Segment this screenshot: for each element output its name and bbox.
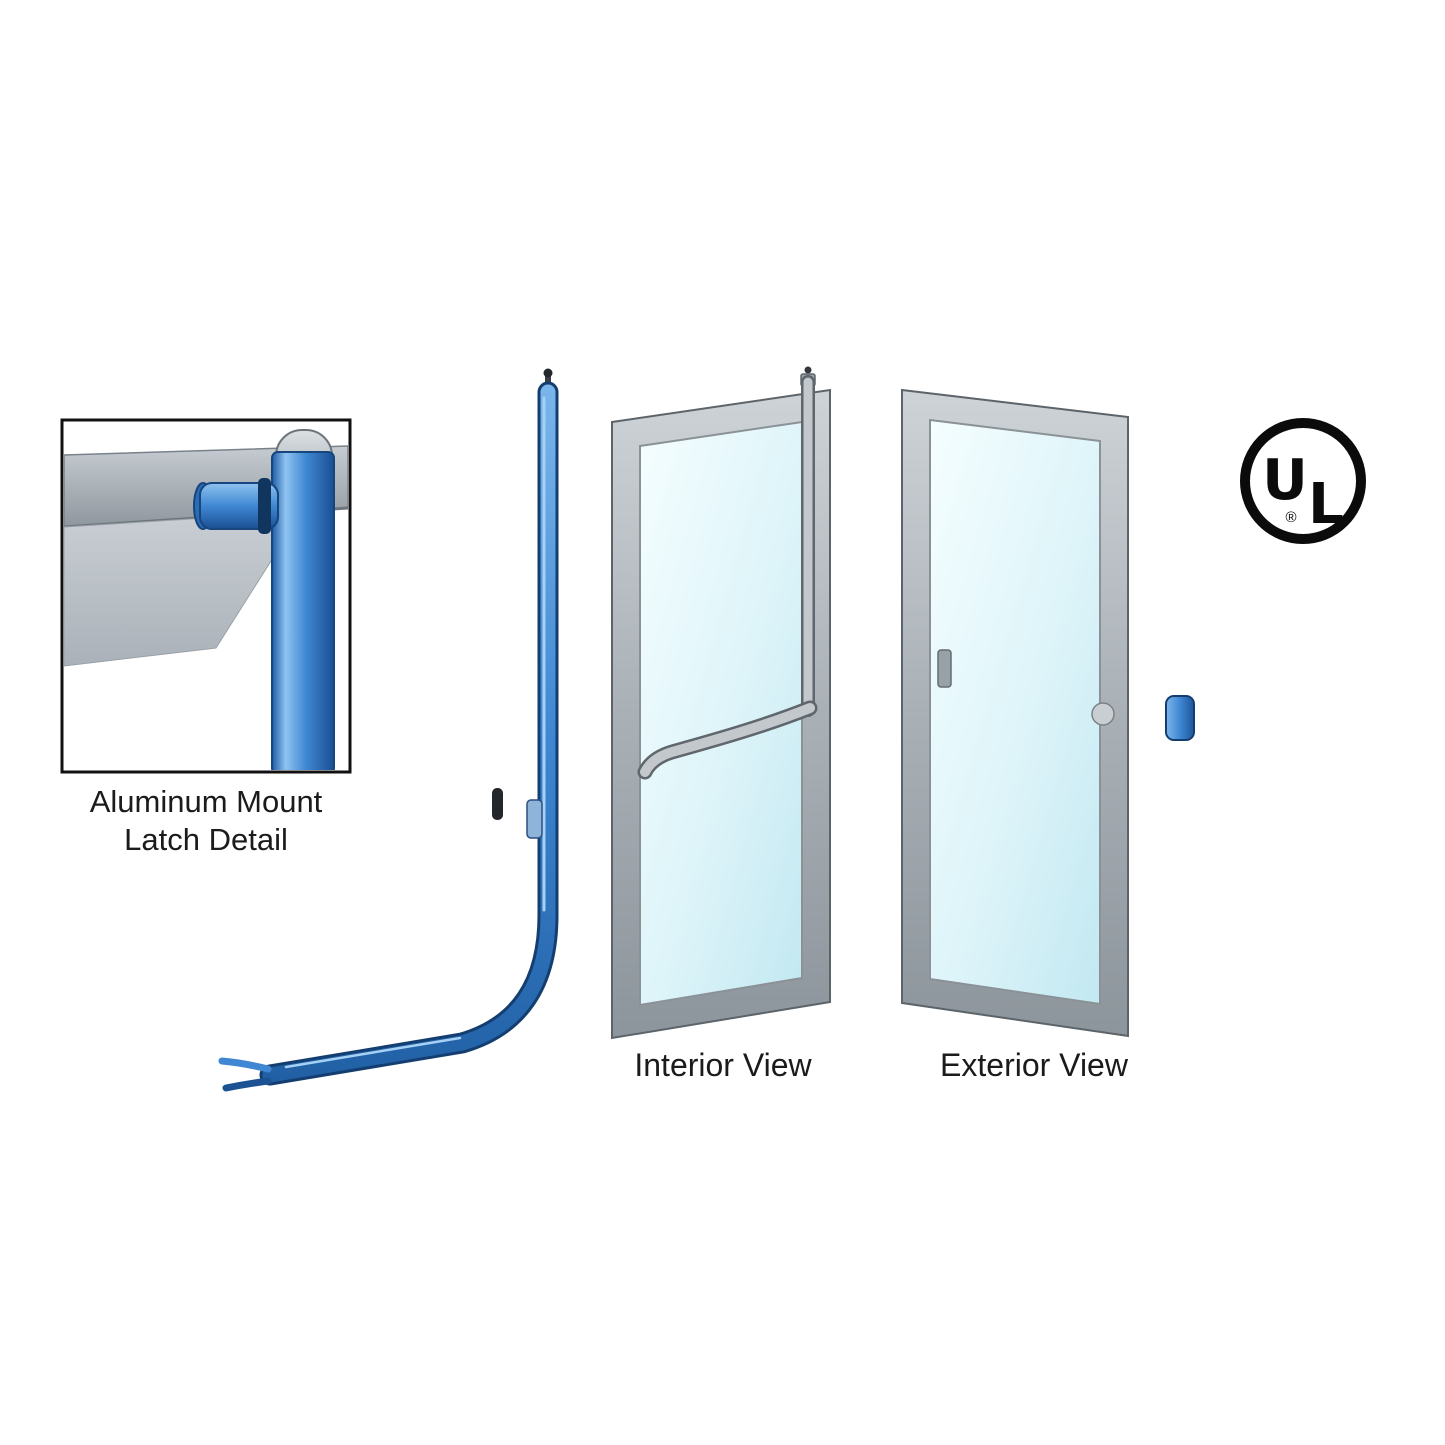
inset-caption-line2: Latch Detail <box>124 822 288 857</box>
interior-door-glass <box>639 420 803 1007</box>
exterior-view-label: Exterior View <box>940 1047 1129 1083</box>
ul-logo-ring <box>1240 418 1366 544</box>
fork-tip-upper <box>218 1057 272 1073</box>
ul-letter-u: U <box>1262 448 1307 513</box>
bar-highlight <box>284 1036 462 1069</box>
exterior-latch-plate <box>937 649 952 688</box>
ul-registered-mark: ® <box>1285 509 1296 526</box>
fork-tip-lower <box>222 1077 272 1092</box>
latch-detail-inset <box>60 418 352 774</box>
interior-crossbar <box>640 703 815 777</box>
inset-caption-line1: Aluminum Mount <box>90 784 323 819</box>
exterior-pull-knob <box>1091 702 1115 726</box>
ul-logo: U L ® <box>1240 418 1366 544</box>
rod-top-pin-ball <box>543 368 553 378</box>
strike-plate <box>492 788 503 820</box>
inset-drawing <box>64 429 348 770</box>
latch-tube <box>271 451 335 770</box>
exterior-door <box>901 388 1129 1038</box>
device-rod <box>262 384 556 1083</box>
interior-door <box>611 366 831 1040</box>
clamp-ring <box>258 478 271 534</box>
exterior-trim-piece <box>1165 695 1195 741</box>
exit-device <box>218 368 559 1092</box>
rod-bracket <box>526 799 543 839</box>
ul-letter-l: L <box>1308 472 1344 537</box>
interior-view-label: Interior View <box>634 1047 812 1083</box>
interior-rod-pin <box>804 366 812 374</box>
exterior-door-glass <box>929 418 1101 1006</box>
